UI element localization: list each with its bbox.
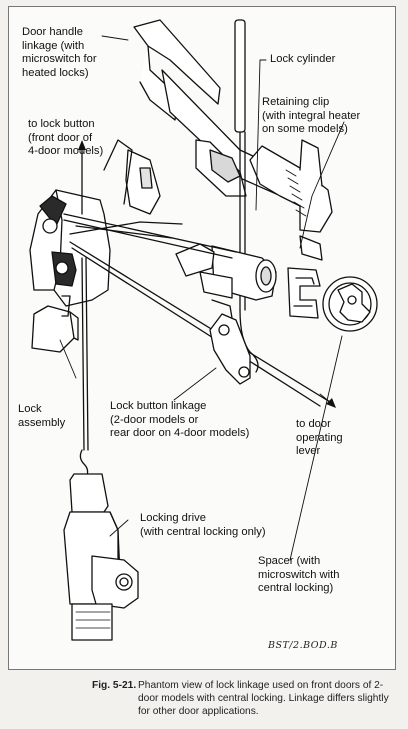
label-locking-drive: Locking drive (with central locking only… (140, 512, 266, 538)
label-lock-button-linkage: Lock button linkage (2-door models or re… (110, 400, 250, 439)
locking-drive-part (63, 449, 139, 641)
label-spacer: Spacer (with microswitch with central lo… (258, 555, 340, 594)
label-lock-assembly: Lock assembly (18, 403, 66, 429)
caption-figure-number: Fig. 5-21. (92, 680, 137, 691)
lock-assembly-part (29, 189, 111, 353)
lock-cylinder-rod (234, 19, 259, 373)
door-handle-linkage-part (103, 19, 333, 261)
up-arrow-icon (78, 140, 86, 150)
lock-cylinder-housing (175, 243, 277, 301)
label-door-handle-linkage: Door handle linkage (with microswitch fo… (22, 26, 97, 79)
drawing-signature: BST/2.BOD.B (268, 640, 338, 651)
lock-button-lever-part (209, 299, 251, 385)
label-retaining-clip: Retaining clip (with integral heater on … (262, 96, 361, 135)
leader-lines (59, 35, 345, 561)
right-arrow-icon (326, 398, 336, 408)
label-to-door-operating-lever: to door operating lever (296, 418, 343, 457)
caption-text: Phantom view of lock linkage used on fro… (138, 680, 389, 717)
retaining-clip-part (287, 267, 321, 319)
spacer-part (322, 276, 378, 332)
label-lock-cylinder: Lock cylinder (270, 53, 336, 65)
label-to-lock-button: to lock button (front door of 4-door mod… (28, 118, 104, 157)
arrowheads (78, 140, 336, 408)
linkage-rods (63, 145, 331, 451)
